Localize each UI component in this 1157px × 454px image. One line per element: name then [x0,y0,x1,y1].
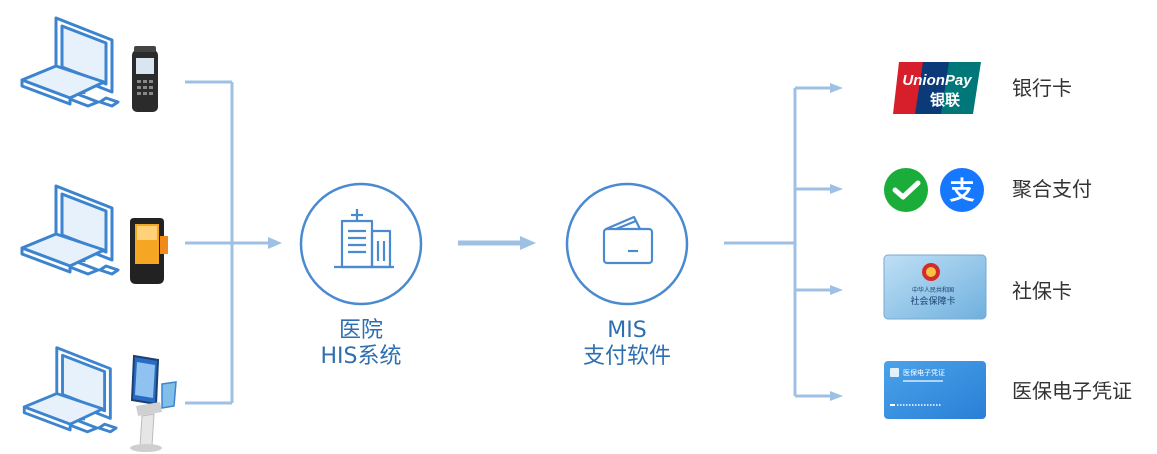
alipay-icon [940,168,984,212]
mis-circle [565,182,689,306]
social-security-card-icon: 中华人民共和国 社会保障卡 [883,254,987,320]
mis-node [564,181,690,307]
his-label-line1: 医院 [338,318,383,343]
output-label-bank-card: 银行卡 [1012,76,1072,100]
pos-terminal-icon [132,46,158,112]
mis-label: MIS 支付软件 [547,318,707,370]
unionpay-logo: UnionPay 银联 [893,60,981,116]
handheld-terminal-icon [130,218,168,284]
terminal-2 [14,178,184,298]
his-label-line2: HIS系统 [320,344,402,369]
ecard-title-text: 医保电子凭证 [903,368,945,377]
hospital-building-icon [334,209,394,269]
output-label-medical-ecard: 医保电子凭证 [1012,379,1132,403]
terminal-3 [14,340,184,452]
wechat-alipay-icons: 支 [884,166,989,214]
his-node [298,181,424,307]
medical-insurance-ecard-icon: 医保电子凭证 [883,360,987,420]
kiosk-terminal-icon [130,354,177,452]
social-card-title-text: 社会保障卡 [910,295,955,307]
mis-label-line1: MIS [607,318,647,343]
output-label-social-card: 社保卡 [1012,279,1072,303]
terminal-1 [14,10,174,130]
wechat-pay-icon [884,168,928,212]
computer-icon [22,346,118,434]
unionpay-logo-cn: 银联 [930,91,961,109]
his-circle [299,182,423,306]
wallet-icon [602,215,654,265]
social-card-country-text: 中华人民共和国 [912,286,954,294]
unionpay-logo-text: UnionPay [902,72,972,89]
output-label-aggregate-pay: 聚合支付 [1012,177,1092,201]
alipay-glyph: 支 [949,176,974,205]
computer-icon [20,16,120,108]
mis-label-line2: 支付软件 [582,344,671,369]
his-label: 医院 HIS系统 [281,318,441,370]
computer-icon [20,184,120,276]
